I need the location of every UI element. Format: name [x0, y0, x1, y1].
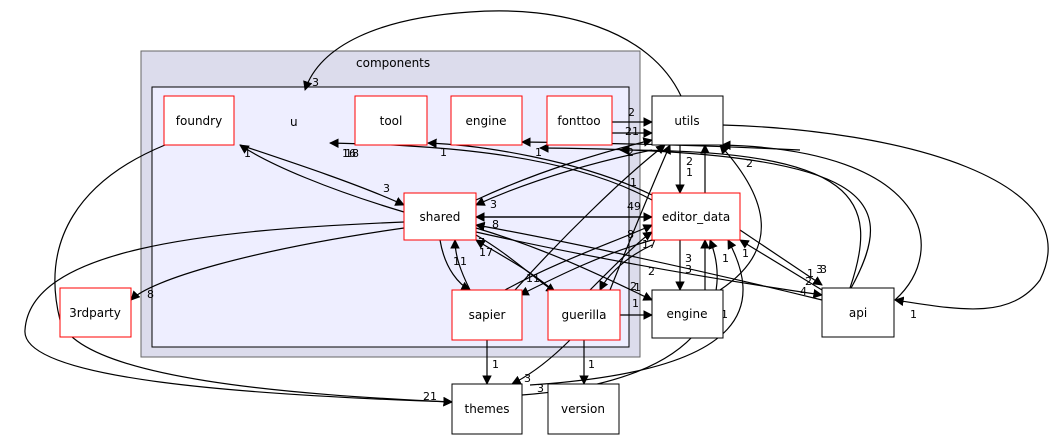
- edge-label: 2: [625, 125, 632, 138]
- edge-label: 3: [537, 382, 544, 395]
- edge-label: 1: [807, 267, 814, 280]
- node-themes-label: themes: [464, 402, 509, 416]
- edge-label: 1: [686, 166, 693, 179]
- edge-label: 3: [685, 263, 692, 276]
- node-engine-outer[interactable]: engine: [651, 289, 724, 339]
- node-fonttoo-label: fonttoo: [557, 114, 600, 128]
- edge-label: 2: [805, 275, 812, 288]
- edge-label: 8: [492, 218, 499, 231]
- edge-label: 1: [632, 297, 639, 310]
- node-shared-label: shared: [420, 210, 461, 224]
- edge-label: 17: [479, 246, 493, 259]
- edge-label: 1: [634, 281, 641, 294]
- edge-label: 2: [686, 155, 693, 168]
- node-api-label: api: [849, 306, 867, 320]
- node-utils[interactable]: utils: [651, 95, 724, 146]
- edge-label: 1: [742, 247, 749, 260]
- node-sapier-label: sapier: [469, 308, 506, 322]
- node-version-label: version: [561, 402, 605, 416]
- edge-label: 1: [244, 147, 251, 160]
- edge-label: 1: [910, 308, 917, 321]
- node-shared[interactable]: shared: [403, 192, 477, 241]
- edge-label: 1: [722, 252, 729, 265]
- node-engine-inner-label: engine: [466, 114, 507, 128]
- edge-label: 1: [630, 176, 637, 189]
- edge-label: 3: [816, 263, 823, 276]
- edge-label: 8: [147, 288, 154, 301]
- edge-label: 3: [524, 372, 531, 385]
- cluster-components-label: components: [356, 56, 430, 70]
- node-guerilla[interactable]: guerilla: [547, 289, 621, 341]
- node-api[interactable]: api: [821, 287, 895, 338]
- edge-label: 11: [526, 272, 540, 285]
- edge-label: 8: [627, 228, 634, 241]
- node-foundry[interactable]: foundry: [163, 95, 235, 146]
- edge-label: 2: [648, 265, 655, 278]
- edge-label: 49: [627, 200, 641, 213]
- node-3rdparty-label: 3rdparty: [69, 306, 121, 320]
- edge-label: 1: [440, 146, 447, 159]
- edge-label: 4: [800, 285, 807, 298]
- edge-label: 2: [746, 157, 753, 170]
- edge-labels: 3 2 2 1 1 16 18 1 2 1 1 2 3 3 49 8 8 17 …: [147, 76, 917, 403]
- edge-label: 3: [383, 182, 390, 195]
- edge-label: 2: [630, 280, 637, 293]
- node-guerilla-label: guerilla: [562, 308, 607, 322]
- node-3rdparty[interactable]: 3rdparty: [59, 287, 132, 338]
- edge-label: 17: [642, 238, 656, 251]
- edge-label: 16: [342, 147, 356, 160]
- node-sapier[interactable]: sapier: [451, 289, 523, 341]
- edge-label: 1: [588, 358, 595, 371]
- edge-label: 2: [627, 146, 634, 159]
- node-fonttoo[interactable]: fonttoo: [546, 95, 613, 146]
- edge-label: 3: [490, 198, 497, 211]
- node-tool[interactable]: tool: [354, 95, 428, 146]
- edge-label: 2: [628, 106, 635, 119]
- node-engine-inner[interactable]: engine: [450, 95, 523, 146]
- edge-label: 1: [535, 146, 542, 159]
- edge-label: 3: [685, 252, 692, 265]
- edge-label: 7: [478, 236, 485, 249]
- edge-label: 1: [632, 125, 639, 138]
- edge-label: 11: [453, 255, 467, 268]
- node-utils-label: utils: [674, 114, 699, 128]
- node-editor-data[interactable]: editor_data: [651, 192, 741, 241]
- node-themes[interactable]: themes: [451, 383, 523, 435]
- node-tool-label: tool: [380, 114, 403, 128]
- node-version[interactable]: version: [547, 383, 620, 435]
- edge-label: 3: [820, 263, 827, 276]
- edge-label: 18: [345, 147, 359, 160]
- edge-label: 1: [492, 358, 499, 371]
- cluster-u-label: u: [290, 115, 298, 129]
- edge-label: 21: [423, 390, 437, 403]
- node-engine-outer-label: engine: [667, 307, 708, 321]
- edges: [24, 10, 1049, 407]
- edge-label: 1: [721, 308, 728, 321]
- node-foundry-label: foundry: [176, 114, 222, 128]
- node-editor-data-label: editor_data: [662, 210, 730, 224]
- edge-label: 3: [312, 76, 319, 89]
